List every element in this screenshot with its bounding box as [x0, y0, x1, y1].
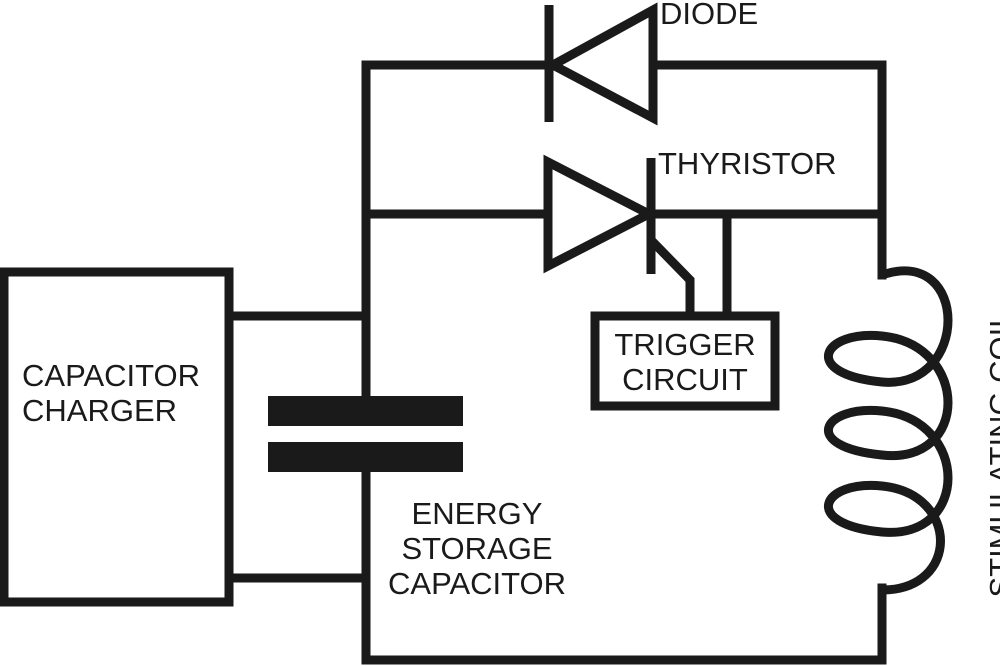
capacitor-label-line3: CAPACITOR	[388, 566, 566, 601]
capacitor-charger-line1: CAPACITOR	[22, 358, 200, 393]
capacitor-charger-line2: CHARGER	[22, 393, 178, 428]
trigger-circuit-line1: TRIGGER	[614, 327, 756, 362]
trigger-circuit-label: TRIGGER CIRCUIT	[595, 327, 775, 397]
thyristor-symbol	[543, 154, 695, 316]
diode-right-wire	[648, 60, 887, 280]
diode-symbol	[543, 2, 658, 126]
trigger-circuit-line2: CIRCUIT	[622, 362, 748, 397]
energy-storage-capacitor-label: ENERGY STORAGE CAPACITOR	[372, 496, 582, 601]
capacitor-label-line1: ENERGY	[411, 496, 543, 531]
capacitor-top-plate	[268, 396, 463, 426]
diode-label: DIODE	[660, 0, 759, 31]
stimulating-coil-label: STIMULATING COIL	[983, 310, 1000, 598]
capacitor-charger-box	[0, 267, 234, 607]
capacitor-charger-label: CAPACITOR CHARGER	[22, 358, 200, 428]
bottom-rail	[361, 465, 887, 665]
left-rail-upper	[361, 60, 553, 403]
capacitor-bottom-plate	[268, 442, 463, 472]
thyristor-label: THYRISTOR	[658, 146, 837, 181]
capacitor-label-line2: STORAGE	[401, 531, 553, 566]
trigger-circuit-box	[590, 311, 780, 411]
stimulating-coil	[824, 266, 953, 595]
